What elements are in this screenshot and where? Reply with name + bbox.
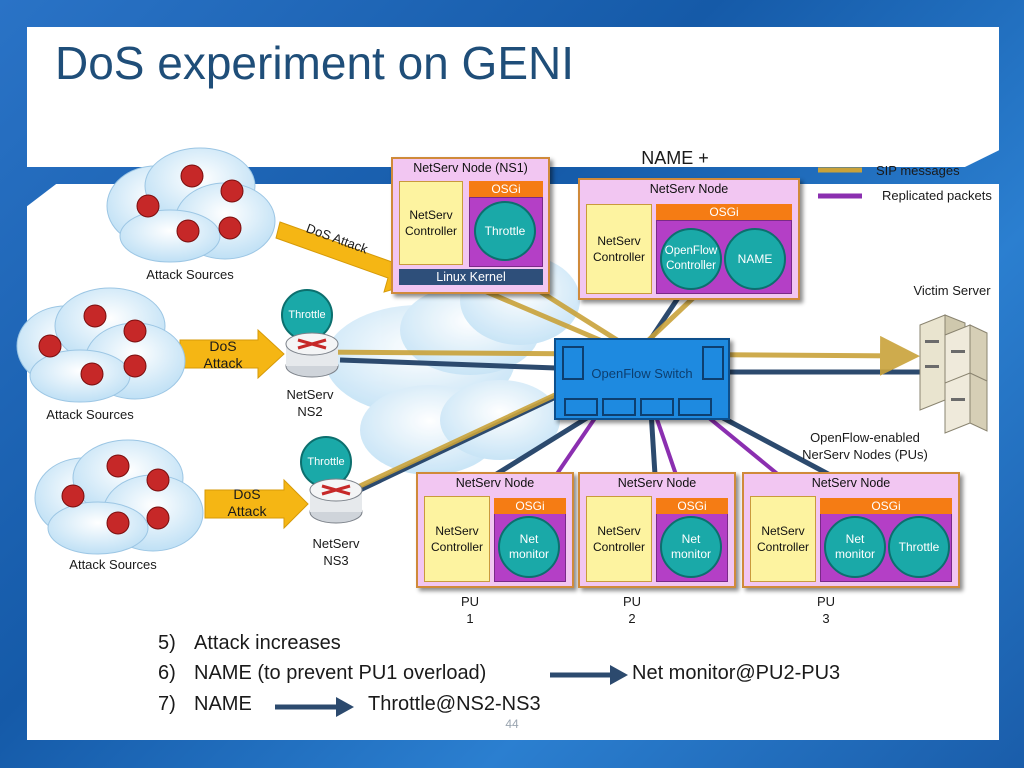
pu1-title: NetServ Node (455, 476, 535, 490)
step-7-number: 7) (158, 693, 176, 715)
ns1-linux-kernel: Linux Kernel (399, 269, 543, 285)
slide-title: DoS experiment on GENI (55, 37, 575, 89)
step-7-text: NAME (194, 693, 252, 715)
step-arrows (275, 665, 628, 717)
pu1-osgi: OSGi (494, 498, 566, 514)
ns3-router-icon (309, 478, 363, 524)
dos-attack-label-bottom: DoS Attack (227, 486, 267, 519)
switch-port (678, 398, 712, 416)
ns1-throttle: Throttle (474, 201, 536, 261)
top-node-osgi: OSGi (656, 204, 792, 220)
top-node-controller: NetServ Controller (586, 204, 652, 294)
top-node-name-module: NAME (724, 228, 786, 290)
attack-cloud-1 (100, 146, 278, 264)
pu3-controller: NetServ Controller (750, 496, 816, 582)
pu1-controller: NetServ Controller (424, 496, 490, 582)
pu1-net-monitor: Net monitor (498, 516, 560, 578)
pu2-node: NetServ Node NetServ Controller OSGi Net… (578, 472, 736, 588)
victim-server-icon (919, 314, 988, 434)
attack-sources-label-2: Attack Sources (46, 407, 134, 422)
ns2-router-icon (285, 332, 339, 378)
ns1-title: NetServ Node (NS1) (413, 161, 528, 175)
pu3-osgi: OSGi (820, 498, 952, 514)
dos-attack-label-middle: DoS Attack (203, 338, 243, 371)
legend-replicated-label: Replicated packets (882, 188, 992, 203)
ns1-controller: NetServ Controller (399, 181, 463, 265)
pu2-net-monitor: Net monitor (660, 516, 722, 578)
pu2-title: NetServ Node (617, 476, 697, 490)
title-card (27, 27, 999, 167)
step-7-target: Throttle@NS2-NS3 (368, 693, 541, 715)
pu2-osgi: OSGi (656, 498, 728, 514)
attack-cloud-2 (10, 286, 188, 404)
switch-port (640, 398, 674, 416)
step-5-text: Attack increases (194, 632, 341, 654)
legend-sip-label: SIP messages (876, 163, 960, 178)
top-netserv-node: NetServ Node NetServ Controller OSGi Ope… (578, 178, 800, 300)
ns3-label: NetServ NS3 (312, 536, 360, 568)
pu3-throttle: Throttle (888, 516, 950, 578)
ns1-node: NetServ Node (NS1) NetServ Controller OS… (391, 157, 550, 294)
pu3-title: NetServ Node (811, 476, 891, 490)
name-plus-label: NAME + (641, 148, 709, 168)
ns2-throttle-badge: Throttle (281, 289, 333, 341)
attack-sources-label-1: Attack Sources (146, 267, 234, 282)
attack-cloud-3 (28, 438, 206, 556)
pu2-controller: NetServ Controller (586, 496, 652, 582)
ns1-osgi: OSGi (469, 181, 543, 197)
step-6-number: 6) (158, 662, 176, 684)
pu3-label: PU 3 (816, 594, 836, 626)
attack-sources-label-3: Attack Sources (69, 557, 157, 572)
top-node-openflow-controller: OpenFlow Controller (660, 228, 722, 290)
switch-port-left (562, 346, 584, 380)
step-7: 7) NAME (158, 693, 252, 716)
step-6-target: Net monitor@PU2-PU3 (632, 662, 841, 684)
step-6: 6) NAME (to prevent PU1 overload) (158, 662, 486, 685)
pu1-label: PU 1 (460, 594, 480, 626)
step-5: 5) Attack increases (158, 632, 341, 655)
switch-port (602, 398, 636, 416)
pu3-node: NetServ Node NetServ Controller OSGi Net… (742, 472, 960, 588)
page-number: 44 (505, 717, 519, 731)
openflow-switch: OpenFlow Switch (554, 338, 730, 420)
victim-server-label: Victim Server (913, 283, 991, 298)
step-6-text: NAME (to prevent PU1 overload) (194, 662, 487, 684)
switch-port-right (702, 346, 724, 380)
top-node-title: NetServ Node (649, 182, 729, 196)
pu2-label: PU 2 (622, 594, 642, 626)
dos-arrows (179, 221, 419, 530)
pu3-net-monitor: Net monitor (824, 516, 886, 578)
switch-label: OpenFlow Switch (591, 366, 693, 381)
step-5-number: 5) (158, 632, 176, 654)
switch-port (564, 398, 598, 416)
pu-caption: OpenFlow-enabled NerServ Nodes (PUs) (802, 430, 928, 462)
network-cloud (325, 255, 580, 475)
pu1-node: NetServ Node NetServ Controller OSGi Net… (416, 472, 574, 588)
ns2-label: NetServ NS2 (286, 387, 334, 419)
